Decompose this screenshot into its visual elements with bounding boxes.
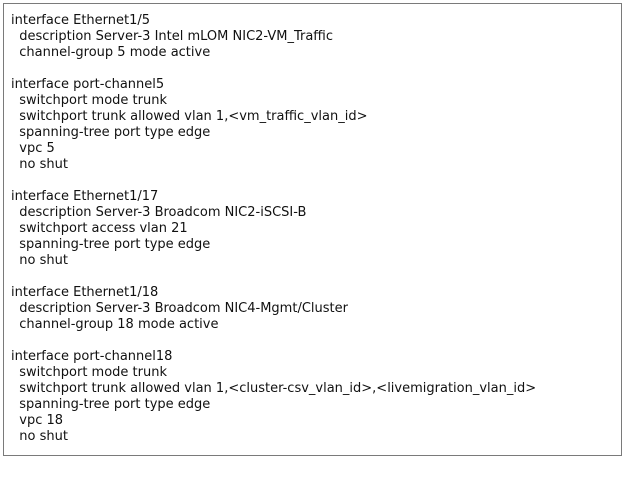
config-line: vpc 5 bbox=[11, 141, 55, 156]
config-listing: interface Ethernet1/5 description Server… bbox=[11, 13, 536, 461]
config-line: switchport trunk allowed vlan 1,<vm_traf… bbox=[11, 109, 368, 124]
config-line: vpc 18 bbox=[11, 413, 64, 428]
config-line: channel-group 18 mode active bbox=[11, 317, 219, 332]
config-stanza-ethernet1-5: interface Ethernet1/5 description Server… bbox=[11, 13, 536, 61]
config-line: description Server-3 Intel mLOM NIC2-VM_… bbox=[11, 29, 334, 44]
config-line: switchport mode trunk bbox=[11, 365, 167, 380]
config-line: spanning-tree port type edge bbox=[11, 237, 211, 252]
config-line: description Server-3 Broadcom NIC4-Mgmt/… bbox=[11, 301, 348, 316]
config-line: switchport access vlan 21 bbox=[11, 221, 188, 236]
config-line: no shut bbox=[11, 253, 68, 268]
config-line: spanning-tree port type edge bbox=[11, 125, 211, 140]
config-stanza-port-channel18: interface port-channel18 switchport mode… bbox=[11, 349, 536, 445]
config-line: switchport trunk allowed vlan 1,<cluster… bbox=[11, 381, 537, 396]
config-stanza-ethernet1-18: interface Ethernet1/18 description Serve… bbox=[11, 285, 536, 333]
config-line: interface Ethernet1/17 bbox=[11, 189, 159, 204]
config-line: no shut bbox=[11, 157, 68, 172]
config-listing-box: interface Ethernet1/5 description Server… bbox=[3, 3, 622, 456]
config-line: interface port-channel18 bbox=[11, 349, 173, 364]
config-line: interface Ethernet1/5 bbox=[11, 13, 151, 28]
config-line: switchport mode trunk bbox=[11, 93, 167, 108]
config-stanza-ethernet1-17: interface Ethernet1/17 description Serve… bbox=[11, 189, 536, 269]
config-line: spanning-tree port type edge bbox=[11, 397, 211, 412]
config-line: description Server-3 Broadcom NIC2-iSCSI… bbox=[11, 205, 307, 220]
config-line: channel-group 5 mode active bbox=[11, 45, 211, 60]
config-stanza-port-channel5: interface port-channel5 switchport mode … bbox=[11, 77, 536, 173]
config-line: no shut bbox=[11, 429, 68, 444]
config-line: interface port-channel5 bbox=[11, 77, 165, 92]
config-line: interface Ethernet1/18 bbox=[11, 285, 159, 300]
